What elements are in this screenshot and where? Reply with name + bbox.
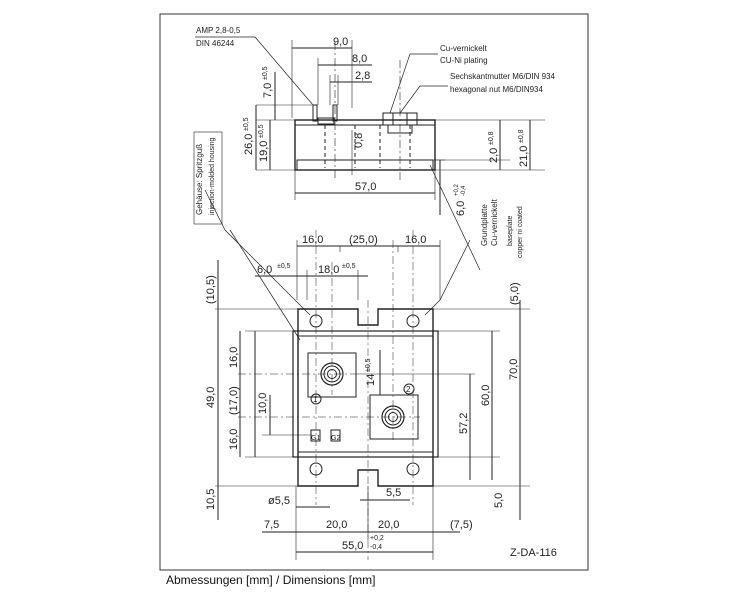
dim-6-0-top: 6,0: [257, 264, 272, 276]
dim-7-5-left: 7,5: [264, 519, 279, 531]
dim-5-5: 5,5: [386, 487, 401, 499]
dim-16-0-v: 16,0: [228, 347, 240, 368]
dim-7-0: 7,0: [262, 83, 274, 98]
aux-terminal-g1: [310, 429, 321, 442]
dim-2-0-tol: ±0,8: [488, 131, 495, 145]
dim-49-0: 49,0: [205, 387, 217, 408]
top-view: [215, 230, 530, 560]
aux-g2-label: G2: [331, 435, 340, 442]
dim-5-0-top: (5,0): [509, 282, 521, 305]
note-housing-en: injection-molded housing: [209, 137, 216, 215]
dim-10-5-top: (10,5): [205, 275, 217, 304]
note-nut-de: Sechskantmutter M6/DIN 934: [450, 72, 555, 81]
dim-9-0: 9,0: [333, 36, 348, 48]
dim-2-0: 2,0: [488, 148, 500, 163]
dim-14: 14: [365, 374, 377, 386]
drawing-border: [159, 13, 589, 571]
note-din: DIN 46244: [196, 39, 235, 48]
drawing-id: Z-DA-116: [510, 547, 557, 559]
terminal-1-label: 1: [313, 395, 318, 404]
dim-16-0-v2: 16,0: [228, 429, 240, 450]
side-leaders: [195, 36, 481, 341]
dim-14-tol: ±0,5: [365, 358, 372, 372]
dim-20-0-b: 20,0: [378, 519, 399, 531]
dim-18-0-tol: ±0,5: [342, 263, 356, 270]
dim-70-0: 70,0: [508, 359, 520, 380]
dim-17-0: (17,0): [228, 386, 240, 415]
dim-21-0-tol: ±0,8: [518, 129, 525, 143]
dim-10-5-bot: 10,5: [205, 489, 217, 510]
dim-25-0: (25,0): [349, 234, 378, 246]
dim-18-0: 18,0: [318, 264, 339, 276]
side-amp-tab-1: [312, 104, 318, 122]
dim-6-0-top-tol: ±0,5: [277, 263, 291, 270]
note-cu-de: Cu-vernickelt: [440, 44, 487, 53]
top-housing: [292, 330, 439, 458]
dim-7-5-right: (7,5): [450, 519, 473, 531]
side-housing: [294, 119, 436, 171]
note-housing-de: Gehäuse: Spritzguß: [195, 144, 204, 215]
side-baseplate: [296, 159, 434, 171]
dim-20-0-a: 20,0: [326, 519, 347, 531]
dim-0-8: 0,8: [353, 133, 365, 148]
aux-g1-label: G1: [311, 435, 320, 442]
dim-6-0-tol-dn: -0,4: [461, 185, 467, 196]
dim-60-0: 60,0: [480, 385, 492, 406]
side-view: [255, 40, 545, 215]
dim-8-0: 8,0: [352, 53, 367, 65]
dim-10-0: 10,0: [257, 393, 269, 414]
dim-dia-5-5: ø5,5: [268, 495, 290, 507]
dim-6-0-side: 6,0: [455, 201, 467, 216]
note-cu-en: CU-Ni plating: [440, 56, 488, 65]
dim-26-0: 26,0: [243, 134, 255, 155]
note-base-en1: baseplate: [507, 216, 514, 246]
dim-16-0-right: 16,0: [405, 234, 426, 246]
dim-55-0-tol-up: +0,2: [370, 535, 384, 542]
caption: Abmessungen [mm] / Dimensions [mm]: [166, 573, 376, 587]
dim-7-0-tol: ±0,5: [262, 66, 269, 80]
note-nut-en: hexagonal nut M6/DIN934: [450, 85, 544, 94]
dim-16-0-left: 16,0: [302, 234, 323, 246]
dim-19-0: 19,0: [258, 141, 270, 162]
note-base-en2: copper ni coated: [517, 206, 524, 258]
note-amp: AMP 2,8-0,5: [196, 26, 241, 35]
dim-21-0: 21,0: [518, 146, 530, 167]
dim-55-0: 55,0: [342, 540, 363, 552]
terminal-2-label: 2: [406, 385, 411, 394]
dim-57-0: 57,0: [355, 181, 376, 193]
aux-terminal-g2: [330, 429, 341, 442]
dim-5-0-bot: 5,0: [493, 493, 505, 508]
dim-2-8: 2,8: [355, 70, 370, 82]
dim-6-0-tol-up: +0,2: [454, 183, 460, 196]
dim-19-0-tol: ±0,5: [258, 124, 265, 138]
note-base-de2: Cu-vernickelt: [490, 199, 499, 246]
dim-55-0-tol-dn: -0,4: [370, 544, 382, 551]
note-base-de1: Grundplatte: [480, 204, 489, 246]
dim-57-2: 57,2: [458, 413, 470, 434]
dim-26-0-tol: ±0,5: [243, 117, 250, 131]
side-amp-tab-2: [332, 104, 338, 122]
